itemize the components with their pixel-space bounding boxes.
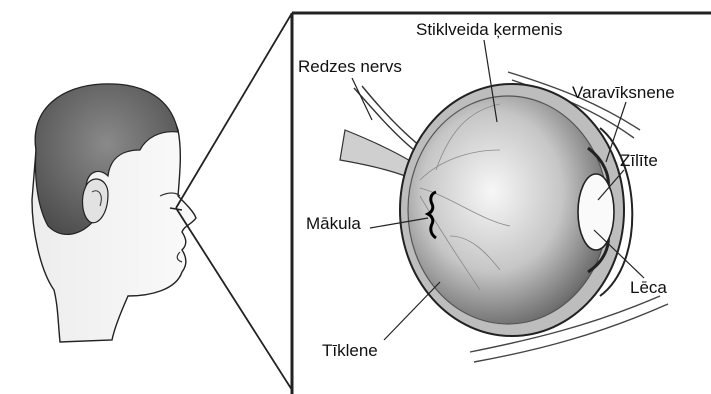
- label-lens: Lēca: [630, 279, 667, 296]
- label-retina: Tīklene: [322, 342, 378, 359]
- label-iris: Varavīksnene: [572, 84, 675, 101]
- leader-retina: [384, 282, 440, 340]
- label-optic-nerve: Redzes nervs: [298, 58, 402, 75]
- label-vitreous-body: Stiklveida ķermenis: [416, 21, 562, 38]
- label-pupil: Zīlīte: [620, 152, 658, 169]
- head-profile: [32, 84, 196, 342]
- leader-optic: [352, 78, 372, 120]
- label-macula: Mākula: [306, 215, 361, 232]
- lens: [578, 174, 614, 250]
- eye-cross-section: [340, 72, 668, 362]
- magnification-lines: [176, 13, 292, 390]
